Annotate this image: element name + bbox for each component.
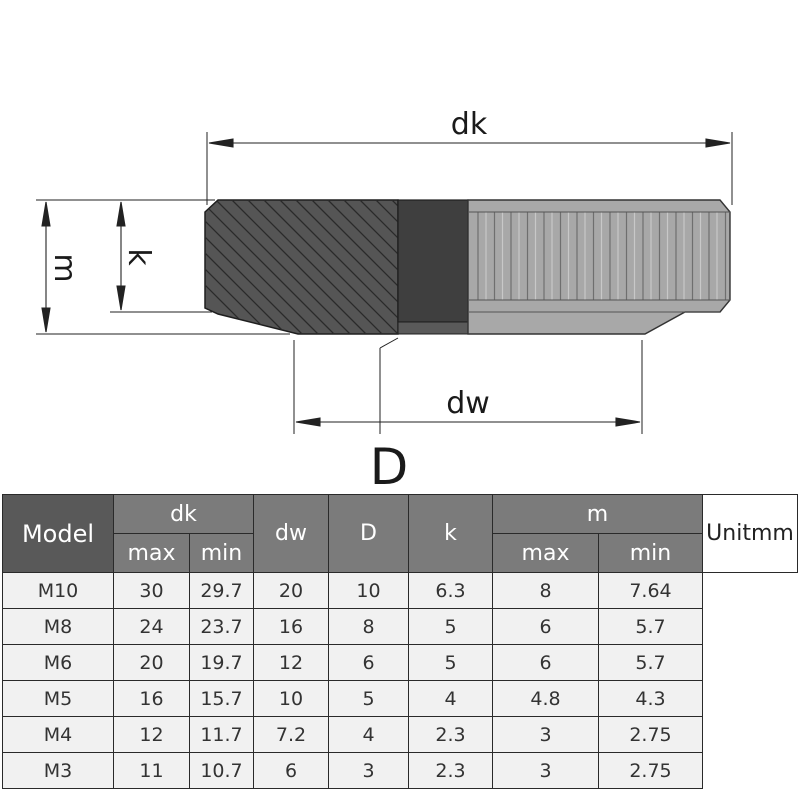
cell-D: 5 xyxy=(328,680,409,717)
hatch-line xyxy=(205,200,303,334)
header-dw: dw xyxy=(253,494,329,573)
label-k: k xyxy=(121,248,156,266)
header-m-min: min xyxy=(598,533,703,573)
cell-model: M8 xyxy=(2,608,114,645)
hatch-line xyxy=(205,200,335,334)
cell-dw: 20 xyxy=(253,572,329,609)
hatch-line xyxy=(327,200,398,334)
cell-m-min: 5.7 xyxy=(598,608,703,645)
knurl-face xyxy=(467,199,731,335)
cell-dk-max: 12 xyxy=(113,716,190,753)
cell-m-min: 2.75 xyxy=(598,752,703,789)
unit-cell: Unitmm xyxy=(702,494,798,573)
cell-k: 2.3 xyxy=(408,716,493,753)
table-row: M6 20 19.7 12 6 5 6 5.7 xyxy=(2,644,798,681)
cell-D: 4 xyxy=(328,716,409,753)
hatch-line xyxy=(205,200,319,334)
hatch-line xyxy=(205,200,271,334)
table-row: M10 30 29.7 20 10 6.3 8 7.64 xyxy=(2,572,798,609)
cell-m-min: 5.7 xyxy=(598,644,703,681)
hatch-line xyxy=(205,200,287,334)
header-dk-max: max xyxy=(113,533,190,573)
dimension-lines xyxy=(41,138,731,427)
section-bore xyxy=(397,199,469,323)
cell-model: M6 xyxy=(2,644,114,681)
cell-k: 5 xyxy=(408,644,493,681)
cell-dk-min: 19.7 xyxy=(189,644,254,681)
cell-m-max: 6 xyxy=(492,608,599,645)
header-dk-min: min xyxy=(189,533,254,573)
cell-m-min: 2.75 xyxy=(598,716,703,753)
cell-dk-max: 30 xyxy=(113,572,190,609)
cell-m-max: 8 xyxy=(492,572,599,609)
cell-k: 5 xyxy=(408,608,493,645)
extension-lines xyxy=(36,132,733,434)
cell-model: M5 xyxy=(2,680,114,717)
hatch-line xyxy=(205,200,255,334)
cell-m-min: 7.64 xyxy=(598,572,703,609)
cell-dk-min: 15.7 xyxy=(189,680,254,717)
nut-drawing: dk m k dw D xyxy=(36,107,733,492)
cell-dk-min: 23.7 xyxy=(189,608,254,645)
cell-model: M10 xyxy=(2,572,114,609)
header-m: m xyxy=(492,494,703,534)
hatch-line xyxy=(359,200,398,334)
hatch-line xyxy=(263,200,398,334)
cell-model: M3 xyxy=(2,752,114,789)
cell-m-max: 3 xyxy=(492,752,599,789)
cell-k: 4 xyxy=(408,680,493,717)
section-bore-thread xyxy=(397,321,469,335)
spec-table: Model dk dw D k m Unitmm max min max min… xyxy=(2,494,798,789)
cell-D: 10 xyxy=(328,572,409,609)
cell-dk-min: 10.7 xyxy=(189,752,254,789)
header-k: k xyxy=(408,494,493,573)
header-m-max: max xyxy=(492,533,599,573)
cell-D: 6 xyxy=(328,644,409,681)
cell-dk-max: 24 xyxy=(113,608,190,645)
cell-dk-max: 11 xyxy=(113,752,190,789)
cell-dw: 16 xyxy=(253,608,329,645)
hatch-line xyxy=(247,200,383,334)
cell-dw: 10 xyxy=(253,680,329,717)
hatch-line xyxy=(343,200,398,334)
cell-m-min: 4.3 xyxy=(598,680,703,717)
cell-m-max: 6 xyxy=(492,644,599,681)
cell-dk-min: 29.7 xyxy=(189,572,254,609)
label-dw: dw xyxy=(446,386,490,421)
cell-dw: 6 xyxy=(253,752,329,789)
cell-dk-max: 20 xyxy=(113,644,190,681)
cell-dk-max: 16 xyxy=(113,680,190,717)
hatch-line xyxy=(279,200,398,334)
header-model: Model xyxy=(2,494,114,573)
cell-m-max: 3 xyxy=(492,716,599,753)
table-row: M4 12 11.7 7.2 4 2.3 3 2.75 xyxy=(2,716,798,753)
hatch-line xyxy=(231,200,367,334)
cell-model: M4 xyxy=(2,716,114,753)
table-header-row: Model dk dw D k m Unitmm xyxy=(2,494,798,573)
hatch-line xyxy=(295,200,398,334)
section-hatched xyxy=(204,199,399,335)
header-dk: dk xyxy=(113,494,254,534)
label-dk: dk xyxy=(451,107,488,142)
table-row: M8 24 23.7 16 8 5 6 5.7 xyxy=(2,608,798,645)
cell-k: 6.3 xyxy=(408,572,493,609)
cell-dk-min: 11.7 xyxy=(189,716,254,753)
table-row: M5 16 15.7 10 5 4 4.8 4.3 xyxy=(2,680,798,717)
cell-D: 8 xyxy=(328,608,409,645)
hatch-line xyxy=(311,200,398,334)
hatch-line xyxy=(215,200,351,334)
cell-dw: 7.2 xyxy=(253,716,329,753)
cell-m-max: 4.8 xyxy=(492,680,599,717)
table-row: M3 11 10.7 6 3 2.3 3 2.75 xyxy=(2,752,798,789)
label-m: m xyxy=(47,253,82,282)
cell-dw: 12 xyxy=(253,644,329,681)
cell-k: 2.3 xyxy=(408,752,493,789)
header-D: D xyxy=(328,494,409,573)
label-D: D xyxy=(370,438,409,492)
cell-D: 3 xyxy=(328,752,409,789)
table-subheader-row: max min max min xyxy=(3,533,798,573)
